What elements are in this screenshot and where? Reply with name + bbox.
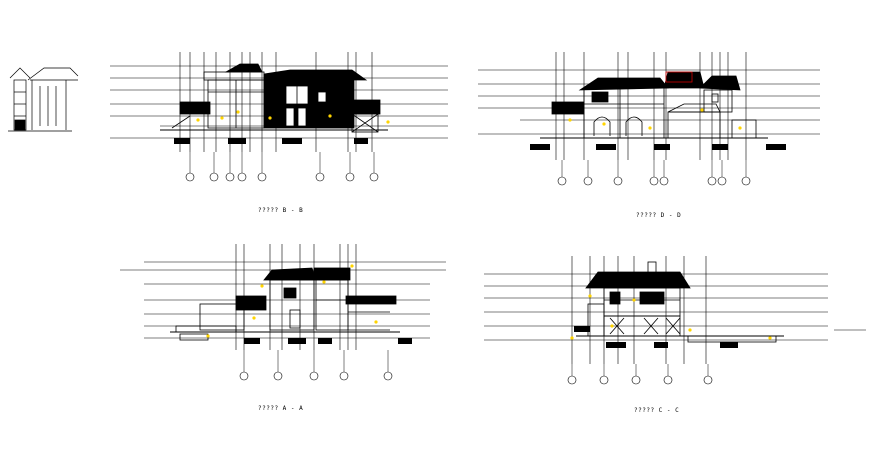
- section-c-c-caption: ????? C - C: [634, 407, 679, 414]
- section-b-b: ????? B - B: [110, 52, 448, 214]
- section-c-c-axis-markers: [567, 375, 713, 385]
- section-c-c-building: [576, 261, 784, 343]
- section-b-b-annotations: [196, 110, 390, 124]
- section-d-d-footings: [530, 144, 786, 150]
- axis-leader-lines: [189, 152, 747, 376]
- section-b-b-building: [160, 63, 388, 133]
- section-b-b-caption: ????? B - B: [258, 207, 303, 214]
- section-a-a: ????? A - A: [120, 244, 446, 412]
- section-a-a-building: [170, 267, 400, 341]
- section-a-a-annotations: [206, 264, 378, 338]
- section-d-d: ????? D - D: [478, 52, 820, 219]
- section-c-c-annotations: [570, 294, 772, 340]
- section-c-c-footings: [574, 326, 738, 348]
- section-d-d-axis-markers: [557, 176, 751, 186]
- section-d-d-building: [540, 71, 768, 139]
- section-c-c: ????? C - C: [484, 256, 866, 414]
- section-a-a-caption: ????? A - A: [258, 405, 303, 412]
- section-a-a-axis-markers: [239, 371, 393, 381]
- section-b-b-footings: [174, 138, 368, 144]
- section-d-d-grid-lines: [555, 52, 747, 160]
- section-a-a-footings: [244, 338, 412, 344]
- chimney-detail: [8, 67, 79, 132]
- section-d-d-caption: ????? D - D: [636, 212, 681, 219]
- section-d-d-annotations: [568, 108, 742, 130]
- section-b-b-axis-markers: [185, 172, 379, 182]
